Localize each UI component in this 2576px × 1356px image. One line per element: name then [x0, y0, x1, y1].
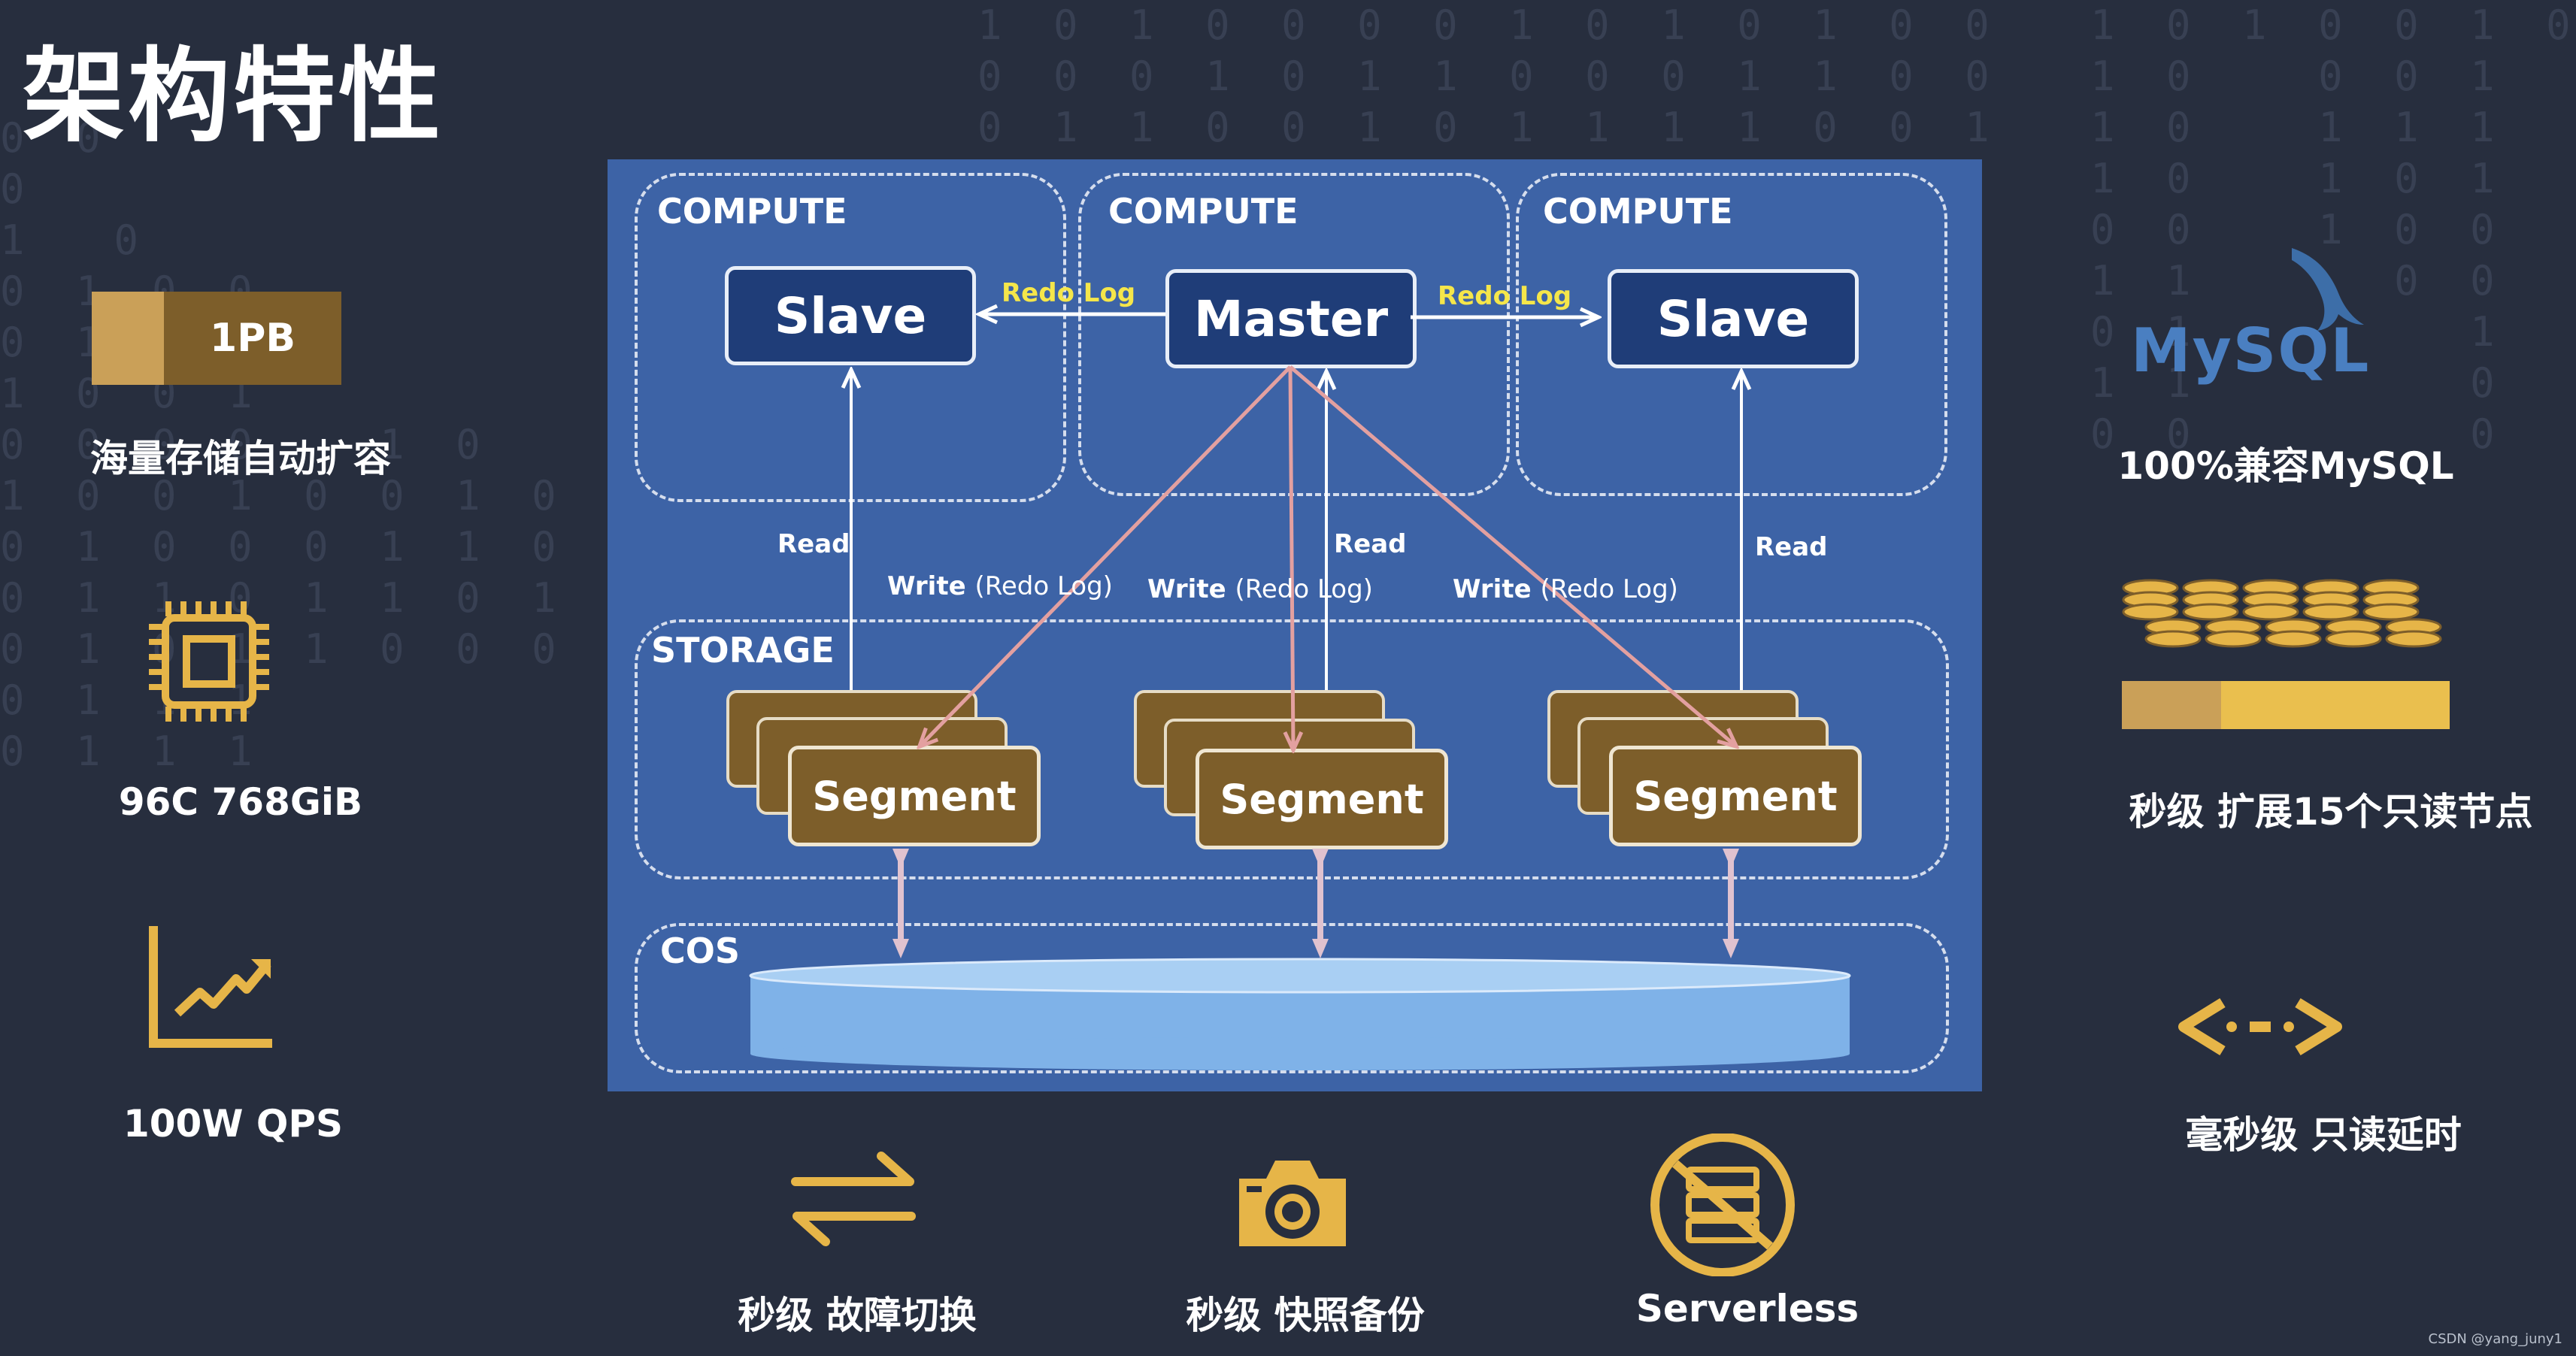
serverless-icon — [1645, 1133, 1800, 1277]
cos-zone — [635, 923, 1949, 1073]
master-node: Master — [1165, 269, 1417, 368]
storage-bar-icon: 1PB — [92, 292, 341, 385]
redo-log-label-left: Redo Log — [1002, 278, 1136, 308]
growth-chart-icon — [147, 923, 275, 1051]
write-detail: (Redo Log) — [1540, 574, 1678, 604]
mysql-logo-text: MySQL — [2131, 316, 2371, 386]
compute-label: COMPUTE — [657, 191, 847, 232]
read-label-middle: Read — [1334, 529, 1407, 559]
feature-label-cpu: 96C 768GiB — [118, 780, 363, 824]
coins-stack-icon — [2120, 579, 2451, 737]
feature-label-serverless: Serverless — [1635, 1287, 1859, 1330]
page-title: 架构特性 — [23, 38, 444, 156]
write-label-1: Write (Redo Log) — [887, 571, 1113, 601]
feature-label-latency: 毫秒级 只读延时 — [2185, 1113, 2462, 1157]
write-label-2: Write (Redo Log) — [1147, 574, 1373, 604]
redo-log-label-right: Redo Log — [1438, 281, 1572, 311]
feature-label-failover: 秒级 故障切换 — [738, 1294, 977, 1337]
architecture-diagram: COMPUTE COMPUTE COMPUTE STORAGE COS Slav… — [608, 159, 1982, 1091]
cpu-chip-icon — [141, 594, 277, 729]
feature-label-scale: 秒级 扩展15个只读节点 — [2129, 790, 2533, 834]
mysql-logo-icon: MySQL — [2128, 241, 2414, 391]
background-digits-right: 1 0 1 0 0 1 0 1 0 0 0 1 1 0 1 1 1 1 0 1 … — [2090, 2, 2576, 458]
write-detail: (Redo Log) — [1235, 574, 1373, 604]
compute-label: COMPUTE — [1543, 191, 1733, 232]
background-digits-top: 1 0 1 0 0 0 0 1 0 1 0 1 0 0 0 0 0 1 0 1 … — [977, 2, 2003, 151]
latency-arrows-icon — [2177, 997, 2343, 1057]
watermark: CSDN @yang_juny1 — [2428, 1331, 2562, 1347]
write-detail: (Redo Log) — [974, 571, 1113, 601]
read-label-right: Read — [1755, 532, 1828, 562]
feature-label-snapshot: 秒级 快照备份 — [1186, 1294, 1425, 1337]
feature-label-qps: 100W QPS — [123, 1102, 344, 1146]
swap-arrows-icon — [789, 1150, 917, 1248]
storage-label: STORAGE — [651, 630, 835, 670]
segment-node-1: Segment — [788, 746, 1041, 846]
feature-label-storage: 海量存储自动扩容 — [90, 437, 391, 480]
camera-icon — [1236, 1156, 1349, 1249]
slave-node-left: Slave — [725, 266, 976, 365]
write-text: Write — [1453, 574, 1532, 604]
feature-label-mysql: 100%兼容MySQL — [2117, 444, 2454, 488]
segment-node-2: Segment — [1196, 749, 1448, 849]
storage-badge: 1PB — [210, 316, 295, 361]
compute-label: COMPUTE — [1108, 191, 1299, 232]
slave-node-right: Slave — [1608, 269, 1859, 368]
segment-node-3: Segment — [1609, 746, 1862, 846]
write-text: Write — [1147, 574, 1226, 604]
cos-label: COS — [660, 931, 740, 971]
write-text: Write — [887, 571, 966, 601]
read-label-left: Read — [777, 529, 850, 559]
write-label-3: Write (Redo Log) — [1453, 574, 1678, 604]
